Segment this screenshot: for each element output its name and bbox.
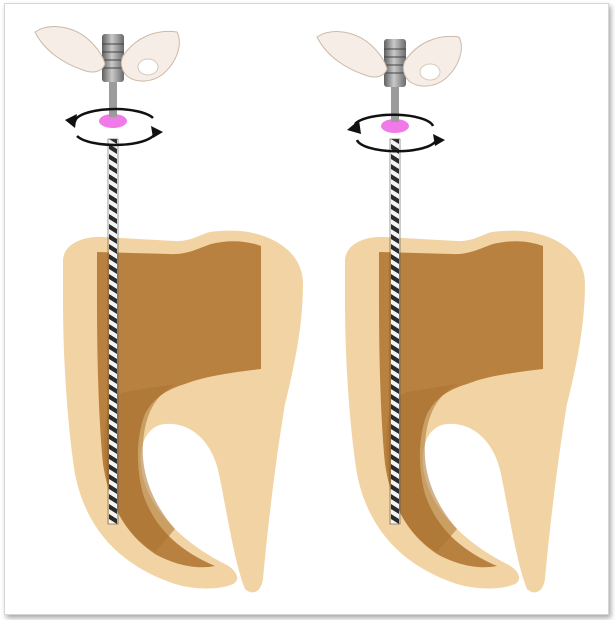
right-arrowhead-top [347,120,361,134]
right-thumb [317,32,387,77]
right-arrowhead-bottom [433,134,445,146]
right-panel [317,32,585,593]
left-file-handle [102,34,124,82]
left-arrowhead-bottom [151,126,163,138]
left-arrowhead-top [65,114,77,128]
figure-frame [4,3,609,615]
left-tooth [63,231,303,593]
endodontic-file-diagram [5,4,608,614]
right-file-handle [384,39,406,87]
left-panel [35,27,303,593]
left-file-shaft [109,139,117,524]
right-tooth [345,231,585,593]
right-file-shaft [391,139,399,524]
left-thumb [35,27,105,72]
